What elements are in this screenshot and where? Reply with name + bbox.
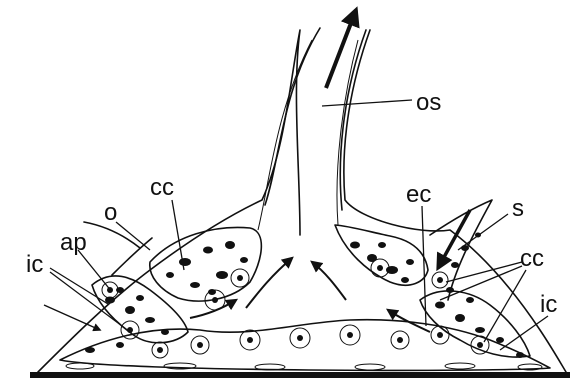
flow-arrow-center-right — [312, 262, 346, 300]
leader-ap — [78, 250, 112, 292]
lobe-right-arm — [420, 291, 530, 357]
wing-left — [84, 222, 152, 275]
label-os: os — [416, 89, 441, 116]
leader-ic-left-1 — [50, 268, 108, 304]
label-ap: ap — [60, 229, 87, 256]
basal-band — [60, 320, 550, 371]
wing-right — [430, 200, 492, 300]
flow-arrow-s — [438, 210, 470, 268]
leader-cc-left — [172, 200, 184, 270]
lobe-left-upper — [150, 227, 262, 301]
label-o: o — [104, 199, 117, 226]
label-cc-left: cc — [150, 174, 174, 201]
flow-arrow-left-entry — [44, 305, 100, 330]
lobe-right-upper — [335, 225, 428, 285]
flow-arrow-left-mid — [190, 300, 236, 318]
label-ic-right: ic — [540, 291, 557, 318]
label-s: s — [512, 195, 524, 222]
base-membrane — [30, 372, 570, 378]
flow-arrow-center-left — [246, 258, 292, 308]
label-ic-left: ic — [26, 251, 43, 278]
ostiole-wall-left — [265, 28, 320, 205]
leader-os — [322, 100, 412, 106]
label-cc-right: cc — [520, 245, 544, 272]
label-ec: ec — [406, 181, 431, 208]
leader-ic-left-2 — [50, 272, 130, 332]
rosette-centers — [107, 265, 483, 353]
